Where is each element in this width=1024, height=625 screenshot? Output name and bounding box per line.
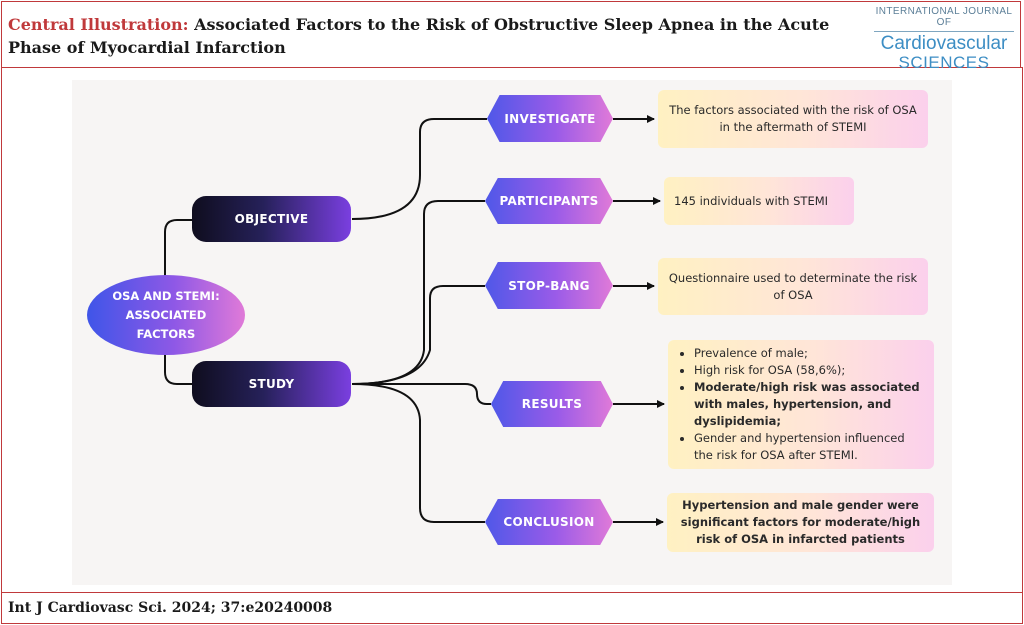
results-node-label: RESULTS [521, 397, 583, 411]
study-to-stopbang-line [351, 285, 485, 385]
results-list: Prevalence of male; High risk for OSA (5… [678, 345, 924, 464]
header-divider [1, 67, 1023, 68]
conclusion-node-label: CONCLUSION [503, 515, 595, 529]
citation: Int J Cardiovasc Sci. 2024; 37:e20240008 [8, 600, 333, 616]
stopbang-node: STOP-BANG [485, 262, 613, 309]
journal-logo-line2: Cardiovascular [880, 33, 1008, 54]
journal-logo-line1: INTERNATIONAL JOURNAL OF [874, 6, 1014, 32]
results-detail: Prevalence of male; High risk for OSA (5… [668, 340, 934, 469]
conclusion-node: CONCLUSION [485, 499, 613, 545]
illustration-frame [1, 67, 1023, 592]
results-item: High risk for OSA (58,6%); [694, 362, 924, 379]
study-to-participants-line [351, 200, 485, 385]
participants-detail-text: 145 individuals with STEMI [674, 193, 829, 208]
stopbang-detail: Questionnaire used to determinate the ri… [658, 258, 928, 315]
results-item: Moderate/high risk was associated with m… [694, 379, 924, 430]
root-node-label: OSA AND STEMI: ASSOCIATED FACTORS [112, 288, 220, 341]
participants-detail: 145 individuals with STEMI [664, 177, 854, 225]
title-lead: Central Illustration: [8, 15, 189, 34]
journal-logo-line3: SCIENCES [898, 53, 990, 72]
study-to-results-line [352, 383, 491, 405]
study-node-label: STUDY [248, 377, 295, 391]
results-item: Prevalence of male; [694, 345, 924, 362]
conclusion-detail: Hypertension and male gender were signif… [667, 493, 934, 552]
root-to-study-line [164, 348, 192, 385]
objective-node-label: OBJECTIVE [234, 212, 309, 226]
conclusion-detail-text: Hypertension and male gender were signif… [680, 498, 921, 546]
study-to-conclusion-line [351, 383, 485, 523]
investigate-node: INVESTIGATE [487, 95, 613, 142]
objective-to-investigate-line [351, 118, 487, 220]
investigate-detail-text: The factors associated with the risk of … [669, 103, 917, 134]
participants-node: PARTICIPANTS [485, 178, 613, 224]
objective-node: OBJECTIVE [192, 196, 351, 242]
stopbang-detail-text: Questionnaire used to determinate the ri… [668, 270, 918, 302]
root-node: OSA AND STEMI: ASSOCIATED FACTORS [87, 275, 245, 355]
investigate-node-label: INVESTIGATE [504, 111, 596, 126]
footer-bar [1, 593, 1023, 624]
journal-logo: INTERNATIONAL JOURNAL OF Cardiovascular … [874, 6, 1014, 72]
study-node: STUDY [192, 361, 351, 407]
page-title: Central Illustration: Associated Factors… [8, 13, 838, 59]
investigate-detail: The factors associated with the risk of … [658, 90, 928, 148]
footer-divider [1, 592, 1023, 593]
header-bar [1, 1, 1021, 67]
participants-node-label: PARTICIPANTS [499, 194, 599, 208]
root-to-objective-line [164, 219, 192, 288]
results-node: RESULTS [491, 381, 613, 427]
title-text: Associated Factors to the Risk of Obstru… [8, 15, 830, 57]
stopbang-node-label: STOP-BANG [508, 278, 590, 293]
results-item: Gender and hypertension influenced the r… [694, 430, 924, 464]
